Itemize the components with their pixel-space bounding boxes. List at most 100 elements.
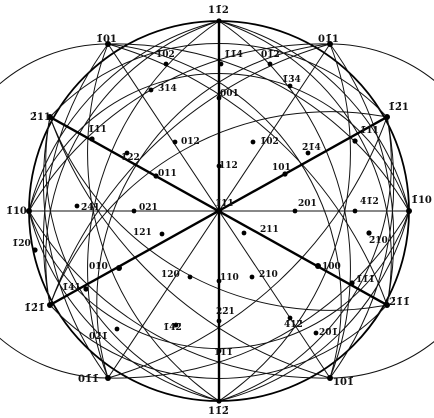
pole-label: 1̄1̄1̄ — [356, 275, 375, 285]
pole-marker — [216, 348, 222, 354]
pole-marker — [352, 208, 358, 214]
pole-label: 1̄41 — [62, 283, 81, 293]
pole-marker — [105, 41, 111, 47]
pole-label: 01̄1 — [318, 34, 339, 45]
pole-marker — [172, 139, 178, 145]
pole-marker — [105, 375, 111, 381]
pole-label: 2̄1̄1̄ — [389, 297, 410, 308]
pole-label: 3̄14 — [158, 84, 177, 94]
pole-marker — [89, 136, 95, 142]
pole-marker — [216, 318, 222, 324]
pole-marker — [267, 61, 273, 67]
pole-marker — [187, 274, 193, 280]
pole-marker — [241, 230, 247, 236]
pole-label: 1̄02 — [156, 50, 175, 60]
pole-label: 1̄1̄1 — [360, 126, 379, 136]
pole-marker — [327, 41, 333, 47]
pole-marker — [216, 278, 222, 284]
pole-marker — [124, 150, 130, 156]
pole-marker — [352, 138, 358, 144]
pole-label: 1̄2̄1 — [388, 102, 409, 113]
pole-marker — [216, 18, 222, 24]
pole-marker — [218, 61, 224, 67]
pole-marker — [216, 208, 222, 214]
pole-label: 101̄ — [333, 377, 354, 388]
pole-label: 01̄2 — [261, 50, 280, 60]
pole-label: 4̄12̄ — [284, 320, 303, 330]
pole-label: 001 — [220, 89, 239, 99]
pole-marker — [26, 208, 32, 214]
pole-label: 010 — [89, 262, 108, 272]
pole-marker — [173, 322, 179, 328]
pole-label: 011 — [158, 169, 177, 179]
pole-label: 120 — [161, 270, 180, 280]
pole-marker — [384, 114, 390, 120]
pole-label: 01̄1̄ — [78, 374, 99, 385]
pole-marker — [287, 315, 293, 321]
pole-label: 1̄20 — [12, 239, 31, 249]
pole-label: 2̄41 — [81, 203, 100, 213]
pole-marker — [163, 61, 169, 67]
pole-label: 11̄2 — [208, 5, 229, 16]
pole-marker — [282, 171, 288, 177]
pole-marker — [384, 302, 390, 308]
pole-marker — [114, 326, 120, 332]
pole-label: 100 — [322, 262, 341, 272]
pole-marker — [287, 83, 293, 89]
pole-marker — [313, 330, 319, 336]
pole-label: 121 — [133, 228, 152, 238]
pole-marker — [47, 114, 53, 120]
pole-label: 4̄1̄2 — [360, 197, 379, 207]
pole-label: 211 — [260, 225, 279, 235]
pole-label: 112 — [219, 161, 238, 171]
pole-label: 210 — [259, 270, 278, 280]
pole-label: 1̄2̄1̄ — [24, 303, 45, 314]
pole-label: 1̄10 — [411, 195, 432, 206]
pole-label: 110 — [220, 273, 239, 283]
pole-layer: 11̄2 1̄01 01̄1 1̄02 1̄1̄4 01̄2 3̄14 001 1̄3̄4 2̄1… — [6, 5, 432, 417]
pole-label: 1̄11 — [215, 199, 234, 209]
pole-marker — [216, 398, 222, 404]
pole-marker — [153, 173, 159, 179]
pole-label: 021 — [139, 203, 158, 213]
pole-marker — [216, 95, 222, 101]
pole-label: 11̄2̄ — [208, 406, 229, 417]
pole-marker — [315, 263, 321, 269]
pole-marker — [159, 231, 165, 237]
pole-marker — [249, 274, 255, 280]
pole-label: 201 — [298, 199, 317, 209]
pole-marker — [74, 203, 80, 209]
pole-marker — [148, 87, 154, 93]
pole-label: 22̄1 — [216, 307, 235, 317]
pole-label: 1̄3̄4 — [282, 75, 301, 85]
pole-marker — [327, 375, 333, 381]
pole-marker — [47, 302, 53, 308]
pole-label: 1̄22 — [121, 153, 140, 163]
pole-label: 101 — [272, 163, 291, 173]
pole-label: 1̄01 — [96, 34, 117, 45]
pole-marker — [216, 163, 222, 169]
pole-label: 012 — [181, 137, 200, 147]
pole-marker — [32, 247, 38, 253]
pole-label: 1̄1̄4 — [224, 50, 243, 60]
pole-label: 2̄1̄4 — [302, 143, 321, 153]
pole-marker — [250, 139, 256, 145]
pole-marker — [292, 208, 298, 214]
pole-marker — [366, 230, 372, 236]
pole-label: 20̄1̄ — [319, 328, 338, 338]
pole-label: 1̄42̄ — [163, 323, 182, 333]
pole-label: 02̄1̄ — [89, 332, 108, 342]
pole-label: 1̄1̄1̄ — [214, 348, 233, 358]
pole-label: 1̄11 — [88, 125, 107, 135]
pole-marker — [116, 265, 122, 271]
pole-marker — [305, 150, 311, 156]
pole-marker — [349, 280, 355, 286]
pole-label: 2̄10 — [369, 236, 388, 246]
pole-label: 2̄11 — [30, 112, 51, 123]
pole-label: 1̄10 — [6, 206, 27, 217]
pole-marker — [83, 286, 89, 292]
pole-label: 1̄02 — [260, 137, 279, 147]
pole-marker — [406, 208, 412, 214]
pole-marker — [131, 208, 137, 214]
